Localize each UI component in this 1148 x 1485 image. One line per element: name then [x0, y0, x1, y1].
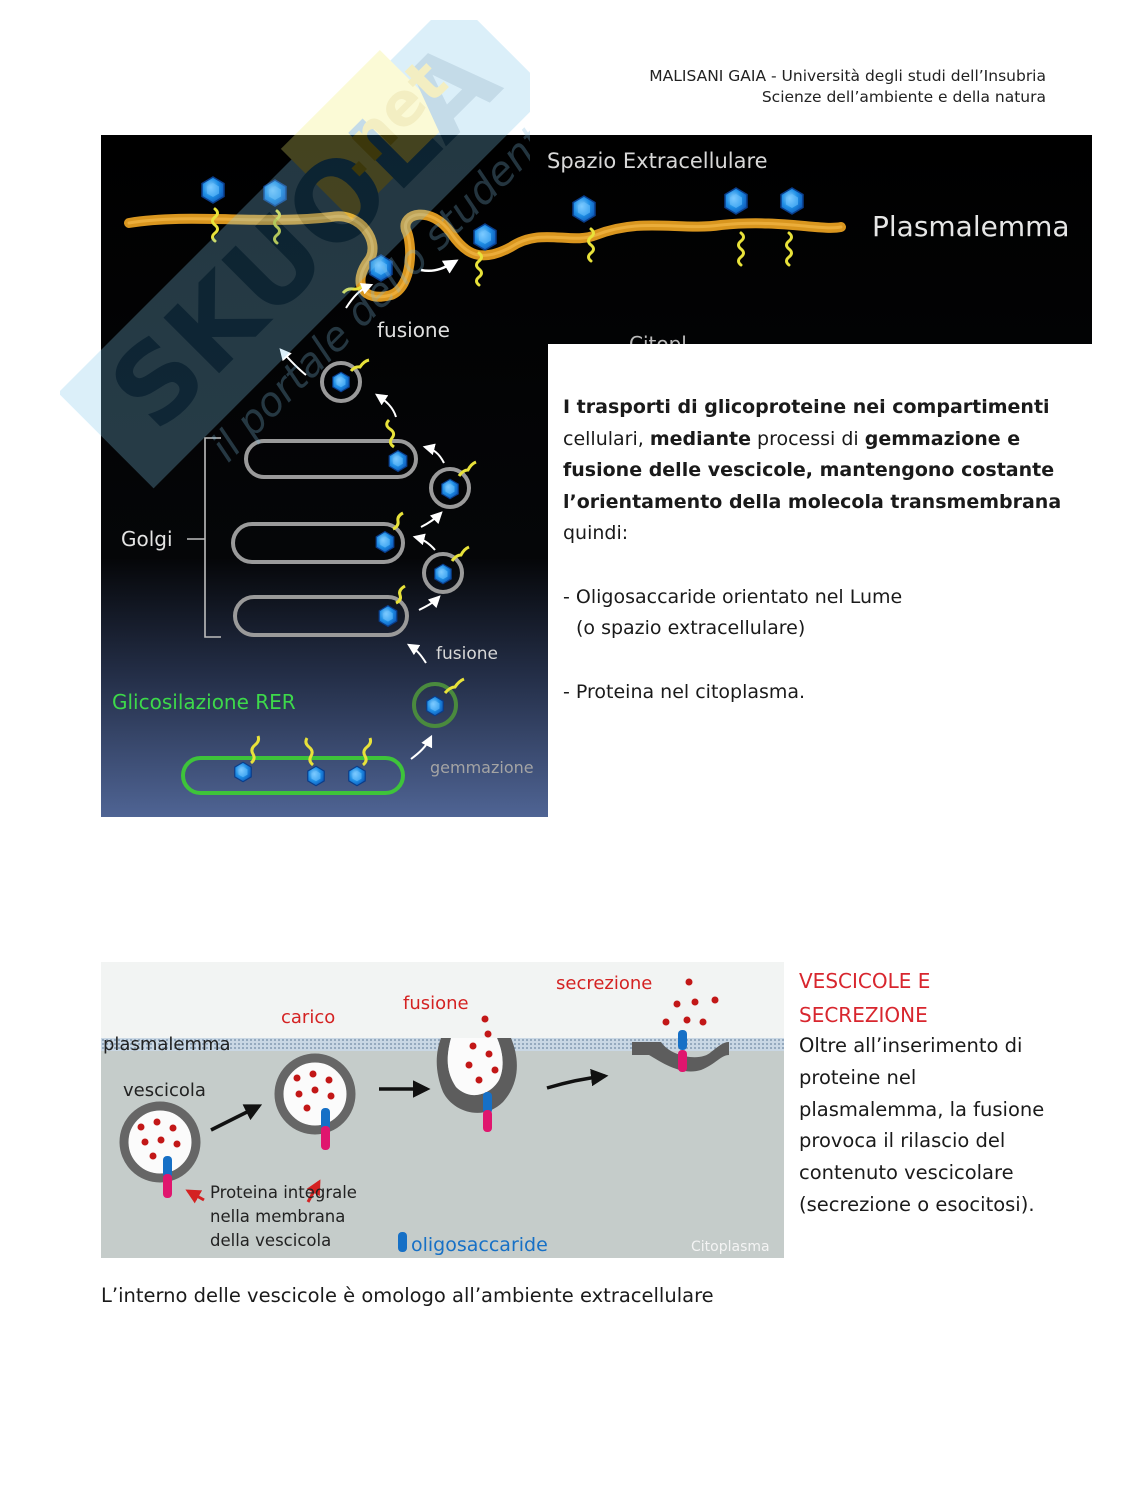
golgi-apparatus: [187, 418, 418, 638]
integral-protein-label-1: Proteina integrale: [210, 1183, 357, 1202]
plasmalemma-label: Plasmalemma: [872, 210, 1070, 243]
vesicle-to-membrane: [320, 358, 370, 403]
rer-glycosylation-label: Glicosilazione RER: [112, 690, 296, 714]
oligosaccharide-legend-swatch: [398, 1232, 407, 1252]
cytoplasm-label-2: Citoplasma: [691, 1239, 770, 1255]
budding-label: gemmazione: [430, 758, 534, 777]
plasmalemma-label-2: plasmalemma: [103, 1034, 231, 1055]
vesicle-secretion-figure: plasmalemma vescicola carico fusione: [101, 962, 784, 1258]
golgi-vesicle-2: [422, 545, 470, 594]
vesicle-1: [119, 1101, 201, 1198]
oligosaccharide-item-line2: (o spazio extracellulare): [576, 617, 806, 639]
vesicle-secretion-body: Oltre all’inserimento di proteine nel pl…: [799, 1034, 1045, 1216]
fusion-label-top: fusione: [377, 318, 450, 342]
section-title-line2: SECREZIONE: [799, 1003, 928, 1027]
oligosaccharide-legend-label: oligosaccaride: [411, 1234, 548, 1256]
vesicle-label: vescicola: [123, 1080, 206, 1101]
golgi-label: Golgi: [121, 527, 173, 551]
rough-endoplasmic-reticulum: [181, 735, 405, 795]
transport-text-plain-2: processi di: [750, 427, 865, 450]
transport-text-bold-2: mediante: [649, 427, 751, 450]
transport-text-bold-1: I trasporti di glicoproteine nei compart…: [563, 396, 1050, 418]
vesicle-2: [274, 1053, 356, 1150]
header-author-university: MALISANI GAIA - Università degli studi d…: [649, 67, 1046, 85]
vesicle-secretion-title: VESCICOLE E SECREZIONE: [799, 964, 930, 1032]
fusion-label-bottom: fusione: [436, 644, 498, 664]
secretion-membrane: [632, 978, 729, 1072]
budding-vesicle: [412, 677, 465, 728]
page-header: MALISANI GAIA - Università degli studi d…: [649, 66, 1046, 108]
protein-cytoplasm-item: - Proteina nel citoplasma.: [563, 680, 806, 703]
transport-text-plain-3: quindi:: [563, 522, 629, 544]
vesicle-interior-note: L’interno delle vescicole è omologo all’…: [101, 1284, 714, 1307]
header-course: Scienze dell’ambiente e della natura: [761, 88, 1046, 106]
oligosaccharide-item-line1: - Oligosaccaride orientato nel Lume: [563, 585, 903, 608]
load-label: carico: [281, 1007, 335, 1028]
section-title-line1: VESCICOLE E: [799, 969, 931, 993]
integral-protein-label-2: nella membrana: [210, 1207, 345, 1226]
fusing-vesicle: [436, 1015, 517, 1132]
integral-protein-label-3: della vescicola: [210, 1231, 331, 1250]
transport-paragraph: I trasporti di glicoproteine nei compart…: [563, 392, 1103, 550]
glycoprotein-transport-textbox: I trasporti di glicoproteine nei compart…: [548, 344, 1108, 824]
fusion-label-2: fusione: [403, 993, 469, 1014]
golgi-vesicle-1: [429, 460, 477, 509]
transport-text-bold-3: gemmazione e fusione delle vescicole, ma…: [563, 427, 1062, 513]
extracellular-space-label: Spazio Extracellulare: [547, 149, 768, 173]
transport-text-plain-1: cellulari: [563, 427, 638, 450]
transport-text-comma: ,: [637, 427, 650, 450]
secretion-label: secrezione: [556, 973, 652, 994]
